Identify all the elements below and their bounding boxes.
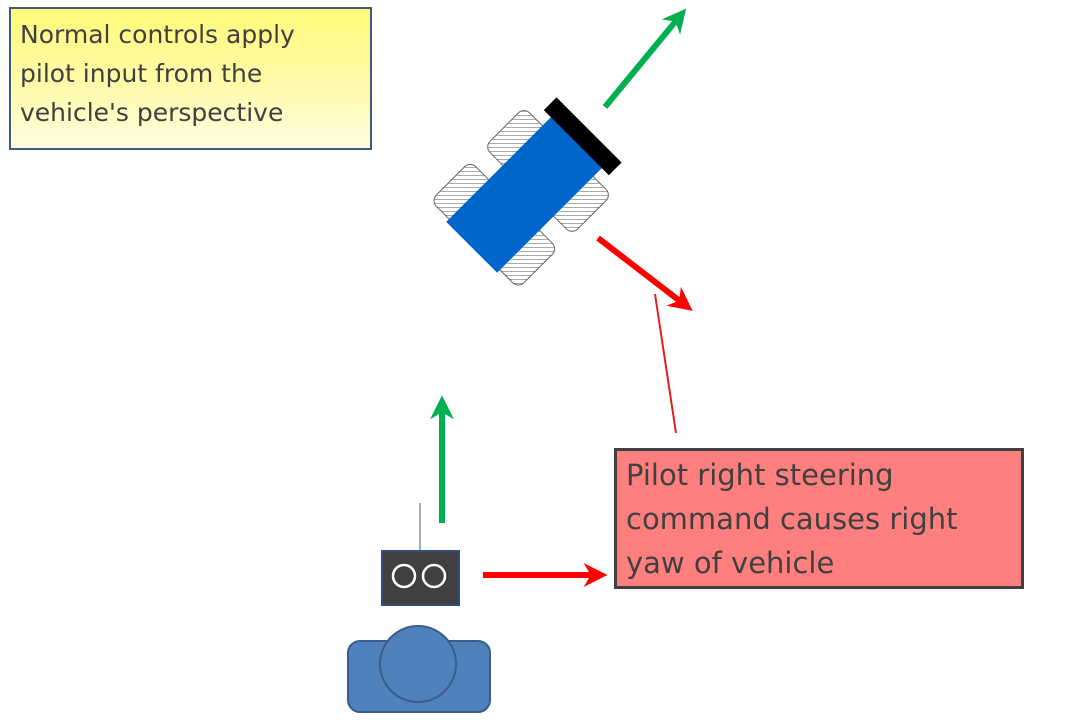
remote-controller (381, 503, 460, 606)
callout-text-line: Normal controls apply (20, 20, 295, 49)
callout-text-line: yaw of vehicle (626, 546, 835, 580)
pilot (347, 625, 491, 713)
vehicle (433, 97, 622, 286)
vehicle-forward-arrow (602, 8, 687, 109)
vehicle-body (446, 115, 604, 273)
callout-connector (654, 293, 677, 434)
controller-stick-right (421, 563, 447, 589)
steering-callout: Pilot right steering command causes righ… (614, 448, 1024, 589)
perspective-callout: Normal controls apply pilot input from t… (9, 7, 372, 150)
callout-text-line: pilot input from the (20, 59, 263, 88)
vehicle-right-arrow (596, 235, 693, 311)
vehicle-front-bumper (543, 97, 622, 176)
callout-text-line: Pilot right steering (626, 458, 894, 492)
pilot-head (379, 625, 457, 703)
controller-stick-left (391, 563, 417, 589)
controller-body (381, 550, 460, 606)
callout-text-line: vehicle's perspective (20, 98, 284, 127)
callout-text-line: command causes right (626, 502, 958, 536)
